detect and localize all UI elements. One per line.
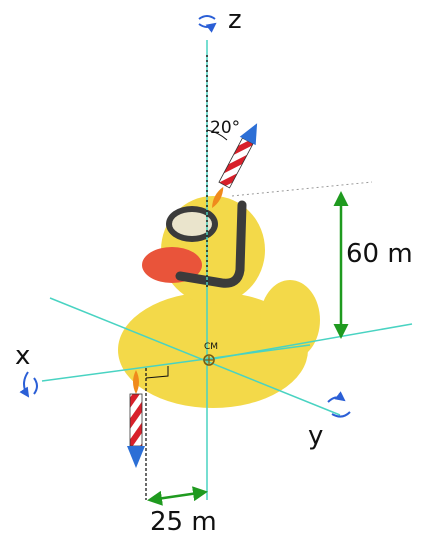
offset-label: 25 m: [150, 507, 217, 536]
top-rocket-cap: [239, 123, 258, 146]
y-axis-label: y: [308, 421, 323, 451]
center-of-mass: CM: [203, 342, 218, 366]
angle-arc: [206, 129, 228, 141]
top-rocket-flame-icon: [212, 186, 224, 209]
x-axis-line-2: [206, 323, 413, 361]
duck-tail: [260, 280, 320, 360]
bottom-rocket-cap: [127, 446, 145, 468]
top-rocket: [212, 123, 258, 209]
x-rotation-icon-back: [33, 377, 38, 395]
snorkel-icon: [175, 200, 247, 288]
top-rocket-body: [218, 137, 254, 189]
bottom-rocket-flame-icon: [133, 370, 139, 394]
z-rotation-icon: [198, 22, 217, 33]
rubber-duck: [118, 196, 320, 408]
right-angle-marker: [145, 366, 169, 379]
cm-marker-icon: [203, 354, 215, 366]
x-rotation-icon: [19, 371, 30, 398]
y-rotation-icon: [327, 391, 346, 403]
axes: [41, 40, 413, 500]
bottom-rocket: [127, 370, 145, 468]
x-axis-label: x: [15, 341, 30, 371]
y-axis-line: [49, 297, 341, 416]
z-rotation-icon-back: [198, 15, 216, 20]
cm-label: CM: [204, 342, 218, 352]
height-label: 60 m: [346, 239, 413, 269]
x-axis-label-group: x: [15, 341, 38, 398]
bottom-rocket-body: [129, 393, 143, 447]
y-rotation-icon-back: [331, 411, 351, 418]
x-axis-line: [41, 344, 311, 382]
offset-arrow: [147, 486, 208, 506]
y-axis-label-group: y: [308, 391, 351, 451]
angle-label: 20°: [210, 118, 240, 138]
height-ref-line-top: [231, 181, 373, 197]
duck-goggle-lens: [172, 212, 212, 236]
z-axis-label-group: z: [198, 5, 242, 35]
z-axis-label: z: [228, 5, 242, 35]
